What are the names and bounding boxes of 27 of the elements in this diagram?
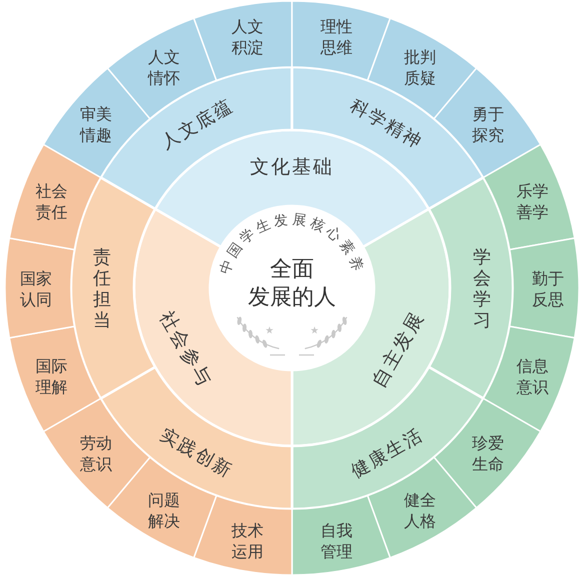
segment-label: 技术运用 (232, 521, 264, 562)
segment-label: 问题解决 (148, 490, 180, 531)
segment-label: 信息意识 (516, 356, 549, 397)
segment-label: 人文情怀 (148, 47, 180, 88)
segment-label: 文化基础 (250, 156, 334, 178)
segment-label: 珍爱生命 (472, 434, 504, 474)
segment-label: 国家认同 (20, 269, 52, 309)
segment-label: 社会责任 (35, 181, 68, 222)
segment-label: 审美情趣 (80, 104, 112, 144)
segment-label: 乐学善学 (516, 181, 549, 222)
segment-label: 自主发展 (368, 308, 429, 392)
segment-label: 科学精神 (346, 95, 426, 154)
segment-label: 社会参与 (155, 308, 216, 392)
segment-label: 人文底蕴 (158, 95, 238, 154)
segment-label: 学会学习 (473, 246, 491, 331)
segment-label: 健全人格 (404, 490, 436, 531)
segment-label: 劳动意识 (80, 434, 112, 474)
segment-label: 自我管理 (320, 521, 352, 562)
segment-label: 理性思维 (320, 16, 352, 57)
segment-label: 责任担当 (93, 246, 111, 331)
segment-label: 实践创新 (156, 424, 236, 482)
segment-label: 勤于反思 (532, 269, 564, 309)
segment-label: 国际理解 (35, 356, 68, 397)
segment-label: 批判质疑 (404, 47, 436, 88)
segment-label: 健康生活 (348, 424, 428, 482)
segment-label: 人文积淀 (232, 16, 264, 57)
segment-label: 勇于探究 (472, 104, 504, 144)
